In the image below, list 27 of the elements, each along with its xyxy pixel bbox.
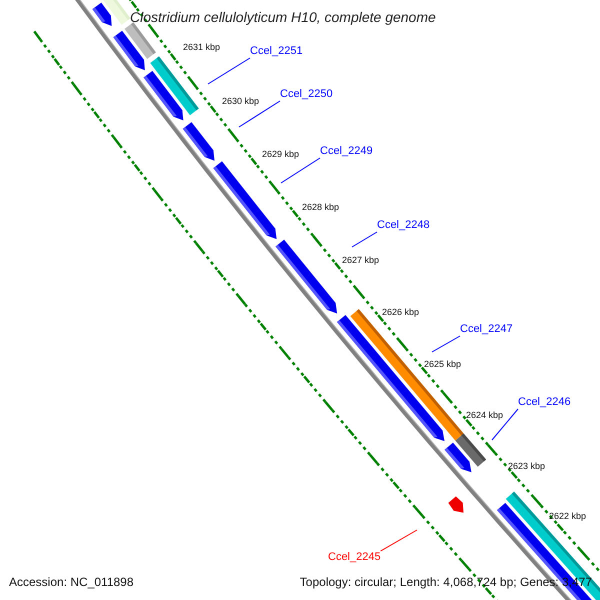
leader-line bbox=[380, 530, 418, 552]
position-label: 2623 kbp bbox=[508, 460, 546, 473]
position-label: 2631 kbp bbox=[183, 41, 220, 54]
leader-line bbox=[432, 336, 460, 352]
gene-label: Ccel_2247 bbox=[460, 323, 513, 336]
gene-label: Ccel_2245 bbox=[328, 551, 381, 564]
position-label: 2629 kbp bbox=[262, 148, 300, 161]
position-label: 2626 kbp bbox=[382, 306, 420, 319]
gene-label: Ccel_2249 bbox=[320, 145, 373, 158]
gene-label: Ccel_2250 bbox=[280, 88, 333, 101]
position-label: 2628 kbp bbox=[302, 201, 340, 214]
gene-label: Ccel_2251 bbox=[250, 45, 303, 58]
title: Clostridium cellulolyticum H10, complete genome bbox=[130, 8, 436, 27]
gene-label: Ccel_2246 bbox=[518, 396, 571, 409]
position-label: 2622 kbp bbox=[549, 510, 586, 523]
info-text: Topology: circular; Length: 4,068,724 bp; Genes: 3,477 bbox=[300, 574, 592, 591]
gene-label: Ccel_2248 bbox=[377, 219, 430, 232]
info-text: Accession: NC_011898 bbox=[9, 574, 134, 591]
position-label: 2627 kbp bbox=[342, 254, 380, 267]
leader-line bbox=[492, 408, 518, 440]
leader-line bbox=[352, 232, 378, 248]
leader-line bbox=[208, 58, 250, 84]
leader-line bbox=[280, 158, 320, 184]
position-label: 2625 kbp bbox=[424, 358, 462, 371]
position-label: 2624 kbp bbox=[466, 409, 504, 422]
leader-line bbox=[238, 100, 280, 128]
position-label: 2630 kbp bbox=[222, 95, 260, 108]
